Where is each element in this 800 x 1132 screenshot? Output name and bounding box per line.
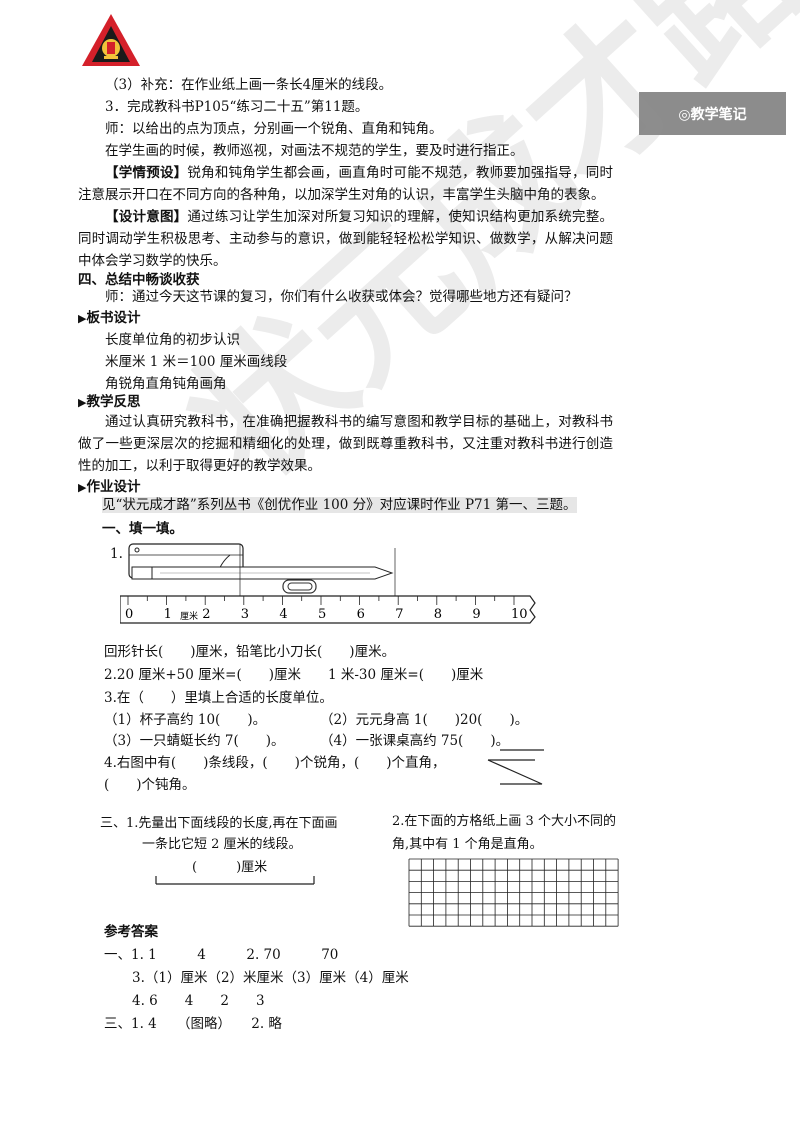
q3-item: （1）杯子高约 10( )。 [104,712,267,728]
part3-q1-line1: 三、1.先量出下面线段的长度,再在下面画 [100,812,338,831]
grid-paper [408,858,619,927]
ruler-tick-label: 9 [472,607,480,622]
board-title: ▶板书设计 [78,310,141,326]
part3-label: 三、 [100,816,127,831]
board-line: 长度单位角的初步认识 [105,332,240,348]
preset-text: 锐角和钝角学生都会画，画直角时可能不规范，教师要加强指导，同时注意展示开口在不同… [78,165,614,203]
q1-text: 回形针长( )厘米，铅笔比小刀长( )厘米。 [104,644,396,660]
section4-title: 四、总结中畅谈收获 [78,272,200,288]
q2-text: 2.20 厘米+50 厘米=( )厘米 1 米-30 厘米=( )厘米 [104,667,484,683]
ruler-tick-label: 3 [241,607,249,622]
board-line: 角锐角直角钝角画角 [105,376,227,392]
q3-item: （3）一只蜻蜓长约 7( )。 [104,733,285,749]
homework-text: 见“状元成才路”系列丛书《创优作业 100 分》对应课时作业 P71 第一、三题… [102,497,577,513]
q4-text: 4.右图中有( )条线段，( )个锐角，( )个直角， [104,755,446,771]
preset-label: 【学情预设】 [105,165,188,181]
homework-line: 见“状元成才路”系列丛书《创优作业 100 分》对应课时作业 P71 第一、三题… [78,494,613,516]
answers-title: 参考答案 [104,924,158,940]
text-line: 师：以给出的点为顶点，分别画一个锐角、直角和钝角。 [105,121,443,137]
answer-line: 4. 6 4 2 3 [132,993,265,1009]
section4-text: 师：通过今天这节课的复习，你们有什么收获或体会？觉得哪些地方还有疑问？ [105,289,578,305]
answer-line: 三、1. 4 （图略） 2. 略 [104,1016,282,1032]
ruler-tick-label: 1 [164,607,172,622]
intent-label: 【设计意图】 [105,209,188,225]
text-line: 在学生画的时候，教师巡视，对画法不规范的学生，要及时进行指正。 [105,143,524,159]
homework-title-text: 作业设计 [86,479,141,495]
ruler-figure: 0 1 2 3 4 5 6 7 8 9 10 厘米 [120,543,536,624]
board-line: 米厘米 1 米＝100 厘米画线段 [105,354,288,370]
q1-number: 1. [110,546,123,562]
school-logo-icon [82,14,140,66]
ruler-tick-label: 8 [434,607,442,622]
ruler-tick-label: 6 [357,607,365,622]
text-line: 3．完成教科书P105“练习二十五”第11题。 [105,99,369,115]
part3-q2-line2: 角,其中有 1 个角是直角。 [392,837,543,852]
intent-text: 通过练习让学生加深对所复习知识的理解，使知识结构更加系统完整。同时调动学生积极思… [78,209,614,269]
ruler-tick-label: 2 [202,607,210,622]
intent-paragraph: 【设计意图】通过练习让学生加深对所复习知识的理解，使知识结构更加系统完整。同时调… [78,206,613,272]
board-title-text: 板书设计 [86,310,141,326]
teaching-notes-label: ◎教学笔记 [639,92,786,135]
answer-line: 3.（1）厘米（2）米厘米（3）厘米（4）厘米 [132,970,409,986]
homework-title: ▶作业设计 [78,479,141,495]
q3-text: 3.在（ ）里填上合适的长度单位。 [104,690,333,706]
ruler-tick-label: 7 [395,607,403,622]
angle-figure [487,749,544,785]
reflection-text: 通过认真研究教科书，在准确把握教科书的编写意图和教学目标的基础上，对教科书做了一… [78,414,613,474]
ruler-ticks: 0 1 2 3 4 5 6 7 8 9 10 [125,596,528,622]
segment-figure [155,876,315,885]
ruler-tick-label: 0 [125,607,133,622]
preset-paragraph: 【学情预设】锐角和钝角学生都会画，画直角时可能不规范，教师要加强指导，同时注意展… [78,162,613,206]
ruler-tick-label: 10 [511,607,528,622]
reflection-title-text: 教学反思 [86,394,141,410]
reflection-title: ▶教学反思 [78,394,141,410]
text-line: （3）补充：在作业纸上画一条长4厘米的线段。 [105,77,393,93]
ruler-tick-label: 4 [279,607,287,622]
q4-text-2: ( )个钝角。 [104,777,196,793]
ruler-tick-label: 5 [318,607,326,622]
q3-item: （2）元元身高 1( )20( )。 [320,712,529,728]
part3-q1-line2: 一条比它短 2 厘米的线段。 [142,837,302,852]
answer-line: 一、1. 1 4 2. 70 70 [104,947,339,963]
part3-q1-blank: ( )厘米 [192,860,268,875]
q3-item: （4）一张课桌高约 75( )。 [320,733,510,749]
part3-q2-line1: 2.在下面的方格纸上画 3 个大小不同的 [392,814,616,829]
part1-title: 一、填一填。 [102,521,183,537]
part3-q1-text: 1.先量出下面线段的长度,再在下面画 [126,816,338,831]
ruler-unit-label: 厘米 [180,610,198,622]
